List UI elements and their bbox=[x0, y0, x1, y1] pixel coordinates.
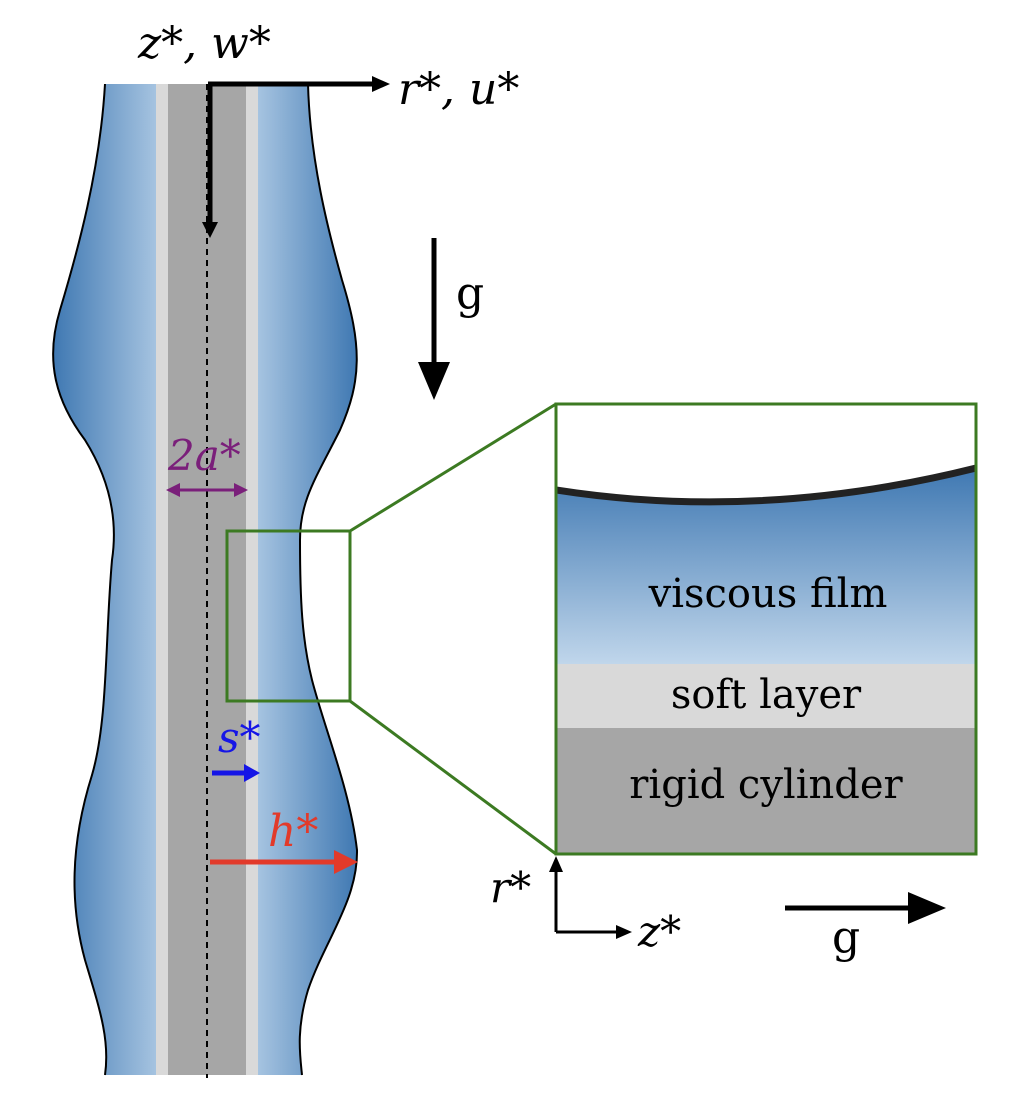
inset-panel bbox=[556, 404, 976, 854]
gravity-vertical-arrowhead bbox=[418, 362, 450, 400]
inset-z-axis-label: z* bbox=[637, 907, 681, 956]
film-right-outline bbox=[298, 83, 359, 1076]
film-thickness-arrowhead bbox=[334, 850, 358, 874]
soft-thickness-arrowhead bbox=[244, 764, 260, 782]
cylinder-diameter-arrowhead-left bbox=[166, 483, 180, 497]
soft-layer-right bbox=[246, 84, 258, 1075]
inset-r-axis-label: r* bbox=[490, 863, 531, 912]
gravity-vertical-label: g bbox=[456, 268, 484, 319]
inset-rigid-cylinder-label: rigid cylinder bbox=[629, 762, 903, 808]
inset-r-axis-arrowhead bbox=[549, 856, 563, 872]
film-right-half bbox=[255, 84, 358, 1075]
film-left-half bbox=[53, 84, 160, 1075]
soft-thickness-label: s* bbox=[218, 713, 261, 762]
soft-layer-left bbox=[156, 84, 168, 1075]
zoom-connector-top bbox=[349, 402, 557, 533]
zoom-connector-bottom bbox=[349, 699, 557, 856]
inset-viscous-film-label: viscous film bbox=[648, 571, 888, 617]
inset-free-surface bbox=[556, 464, 976, 506]
z-axis-arrowhead bbox=[202, 222, 218, 238]
zoom-region-box bbox=[225, 529, 352, 703]
inset-viscous-film bbox=[556, 468, 976, 664]
inset-frame bbox=[554, 402, 978, 856]
cylinder-diameter-label: 2a* bbox=[167, 431, 241, 480]
r-axis-arrowhead bbox=[372, 76, 390, 92]
r-u-axis-label: r*, u* bbox=[398, 64, 519, 115]
gravity-horizontal-arrowhead bbox=[908, 892, 946, 924]
gravity-horizontal-label: g bbox=[832, 912, 860, 963]
cylinder-diameter-arrowhead-right bbox=[234, 483, 248, 497]
inset-soft-layer-label: soft layer bbox=[671, 672, 862, 718]
inset-rigid-cylinder bbox=[556, 728, 976, 854]
film-left-outline bbox=[52, 83, 115, 1076]
inset-z-axis-arrowhead bbox=[616, 925, 632, 939]
film-thickness-label: h* bbox=[268, 806, 318, 857]
z-w-axis-label: z*, w* bbox=[137, 18, 271, 69]
inset-soft-layer bbox=[556, 664, 976, 728]
